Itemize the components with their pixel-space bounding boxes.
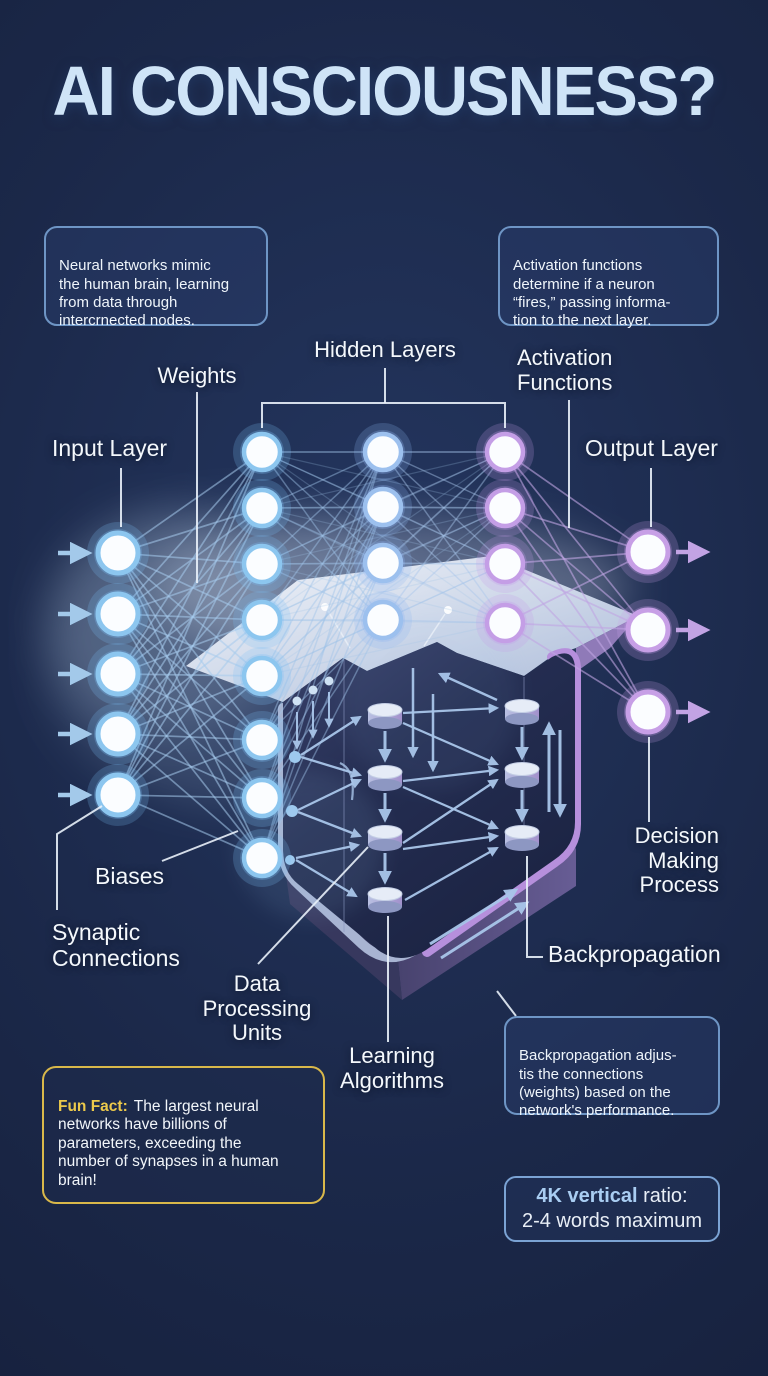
- label-data-processing-units: Data Processing Units: [202, 971, 312, 1046]
- page-title: AI CONSCIOUSNESS?: [52, 52, 718, 130]
- label-weights: Weights: [157, 363, 237, 388]
- ratio-note-line1: 4K vertical ratio:: [506, 1184, 718, 1209]
- label-hidden-layers: Hidden Layers: [314, 337, 456, 362]
- info-box-neural-networks: Neural networks mimic the human brain, l…: [44, 226, 268, 330]
- info-box-backpropagation: Backpropagation adjus- tis the connectio…: [504, 1016, 720, 1119]
- fun-fact-text: The largest neural networks have billion…: [58, 1097, 279, 1189]
- label-synaptic-connections: Synaptic Connections: [52, 919, 180, 971]
- label-output-layer: Output Layer: [585, 435, 718, 461]
- label-biases: Biases: [95, 863, 165, 889]
- label-activation-functions: Activation Functions: [517, 345, 613, 395]
- label-backpropagation: Backpropagation: [548, 941, 721, 967]
- info-box-activation-functions-text: Activation functions determine if a neur…: [513, 257, 671, 330]
- ratio-note-line2: 2-4 words maximum: [521, 1210, 703, 1232]
- label-learning-algorithms: Learning Algorithms: [340, 1043, 444, 1093]
- label-input-layer: Input Layer: [52, 435, 168, 461]
- fun-fact-box: Fun Fact:The largest neural networks hav…: [42, 1066, 325, 1204]
- info-box-activation-functions: Activation functions determine if a neur…: [498, 226, 719, 330]
- fun-fact-label: Fun Fact:: [58, 1097, 128, 1115]
- label-decision-making-process: Decision Making Process: [634, 823, 719, 898]
- ratio-note-rest: ratio:: [637, 1185, 688, 1207]
- ratio-note-bold: 4K vertical: [536, 1185, 638, 1207]
- info-box-backpropagation-text: Backpropagation adjus- tis the connectio…: [519, 1047, 677, 1120]
- ratio-note-box: 4K vertical ratio: 2-4 words maximum: [504, 1176, 720, 1242]
- info-box-neural-networks-text: Neural networks mimic the human brain, l…: [59, 257, 230, 330]
